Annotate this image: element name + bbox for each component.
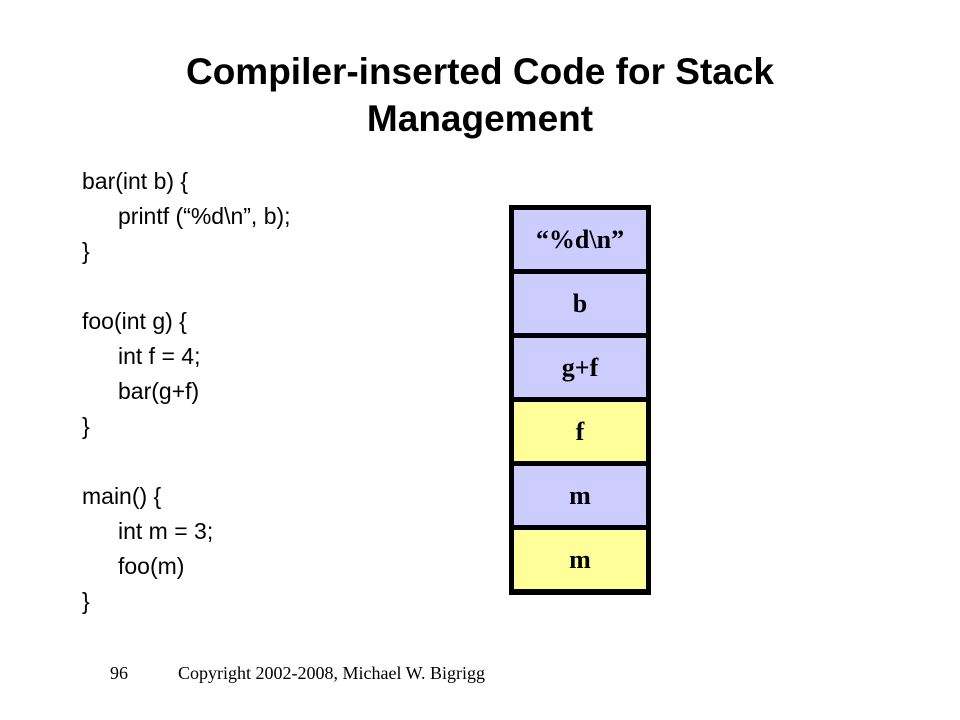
stack-cell-format-string: “%d\n” bbox=[514, 210, 646, 269]
code-line: } bbox=[82, 238, 90, 264]
stack-cell-label: “%d\n” bbox=[535, 224, 625, 254]
stack-cell-label: b bbox=[572, 288, 588, 318]
stack-cell-label: m bbox=[569, 480, 591, 510]
stack-cell-g-plus-f: g+f bbox=[514, 338, 646, 397]
slide-title: Compiler-inserted Code for Stack Managem… bbox=[0, 48, 960, 142]
code-line: int m = 3; bbox=[118, 518, 214, 544]
code-line: printf (“%d\n”, b); bbox=[118, 203, 291, 229]
stack-cell-f: f bbox=[514, 402, 646, 461]
copyright-notice: Copyright 2002-2008, Michael W. Bigrigg bbox=[178, 663, 485, 683]
slide-title-line-1: Compiler-inserted Code for Stack bbox=[185, 51, 774, 92]
code-line: } bbox=[82, 588, 90, 614]
code-listing: bar(int b) { printf (“%d\n”, b); } foo(i… bbox=[82, 164, 291, 619]
stack-cell-b: b bbox=[514, 274, 646, 333]
code-line: bar(g+f) bbox=[118, 378, 200, 404]
code-line: int f = 4; bbox=[118, 343, 201, 369]
stack-cell-label: g+f bbox=[561, 352, 599, 382]
code-line: } bbox=[82, 413, 90, 439]
stack-cell-label: f bbox=[575, 416, 585, 446]
code-line: bar(int b) { bbox=[82, 168, 189, 194]
code-line: main() { bbox=[82, 483, 162, 509]
stack-cell-label: m bbox=[569, 544, 591, 574]
code-line: foo(int g) { bbox=[82, 308, 187, 334]
stack-cell-m: m bbox=[514, 466, 646, 525]
stack-diagram: “%d\n” b g+f f m m bbox=[509, 205, 651, 595]
page-number: 96 bbox=[110, 663, 128, 683]
slide-title-line-2: Management bbox=[366, 98, 594, 139]
code-line: foo(m) bbox=[118, 553, 185, 579]
stack-cell-m-local: m bbox=[514, 530, 646, 589]
